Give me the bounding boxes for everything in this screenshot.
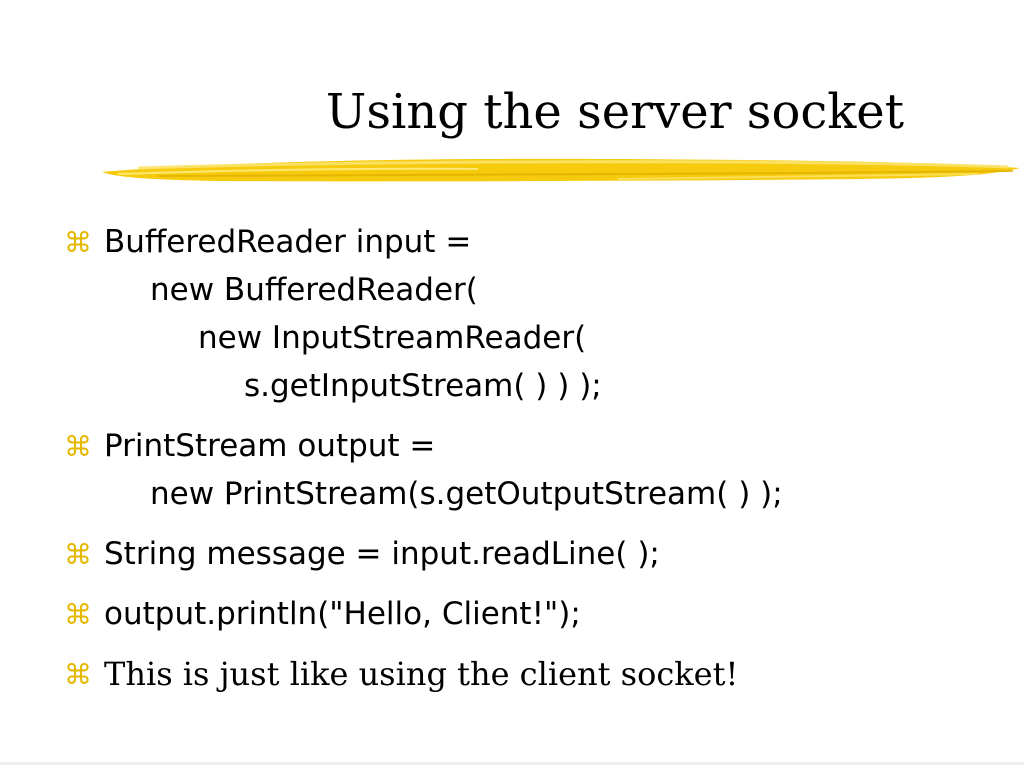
bullet-item: ⌘ output.println("Hello, Client!"); <box>64 590 1004 638</box>
bullet-list: ⌘ BufferedReader input = new BufferedRea… <box>64 218 1004 710</box>
bullet-item: ⌘ BufferedReader input = new BufferedRea… <box>64 218 1004 410</box>
command-key-icon: ⌘ <box>64 226 92 259</box>
yellow-brush-stroke <box>102 158 1020 182</box>
code-line: String message = input.readLine( ); <box>104 536 660 572</box>
code-line: new PrintStream(s.getOutputStream( ) ); <box>150 476 783 512</box>
command-key-icon: ⌘ <box>64 598 92 631</box>
code-line: new BufferedReader( <box>150 272 478 308</box>
bullet-item: ⌘ String message = input.readLine( ); <box>64 530 1004 578</box>
code-line: s.getInputStream( ) ) ); <box>244 368 602 404</box>
command-key-icon: ⌘ <box>64 430 92 463</box>
code-line: new InputStreamReader( <box>198 320 587 356</box>
bullet-text: This is just like using the client socke… <box>104 655 739 693</box>
bullet-item: ⌘ This is just like using the client soc… <box>64 650 1004 698</box>
bottom-divider <box>0 762 1024 765</box>
code-line: output.println("Hello, Client!"); <box>104 596 581 632</box>
slide-title: Using the server socket <box>325 84 904 140</box>
bullet-item: ⌘ PrintStream output = new PrintStream(s… <box>64 422 1004 518</box>
code-line: PrintStream output = <box>104 428 436 464</box>
command-key-icon: ⌘ <box>64 658 92 691</box>
command-key-icon: ⌘ <box>64 538 92 571</box>
code-line: BufferedReader input = <box>104 224 472 260</box>
